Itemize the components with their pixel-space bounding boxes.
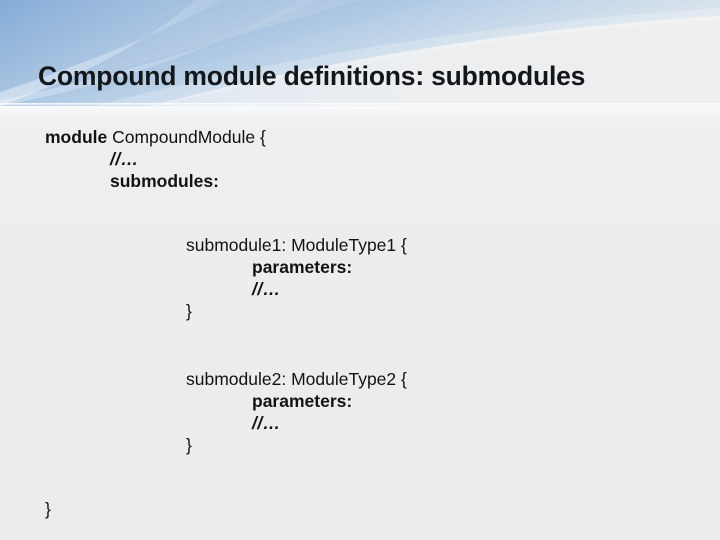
code-token: //… — [252, 279, 281, 299]
code-token: } — [186, 301, 192, 321]
code-line: parameters: — [0, 390, 720, 412]
code-line: submodule1: ModuleType1 { — [0, 234, 720, 256]
code-token: //… — [110, 149, 139, 169]
code-token: module — [45, 127, 113, 147]
code-token: parameters: — [252, 391, 353, 411]
code-line: } — [0, 300, 720, 322]
code-line: } — [0, 498, 720, 520]
code-gap — [0, 478, 720, 498]
code-token: CompoundModule { — [112, 127, 266, 147]
code-gap — [0, 344, 720, 368]
code-line — [0, 322, 720, 344]
code-line — [0, 192, 720, 214]
code-line: submodule2: ModuleType2 { — [0, 368, 720, 390]
code-line: //… — [0, 412, 720, 434]
code-token: } — [186, 435, 192, 455]
code-line — [0, 456, 720, 478]
header-band — [0, 0, 720, 106]
code-token: } — [45, 499, 51, 519]
code-token: submodule1: ModuleType1 { — [186, 235, 407, 255]
code-block: module CompoundModule {//…submodules:sub… — [0, 126, 720, 520]
page-title: Compound module definitions: submodules — [38, 60, 586, 91]
code-line: parameters: — [0, 256, 720, 278]
code-line: submodules: — [0, 170, 720, 192]
header-divider — [0, 103, 720, 106]
header-underglow — [0, 106, 720, 132]
code-gap — [0, 214, 720, 234]
code-line: //… — [0, 148, 720, 170]
code-line: //… — [0, 278, 720, 300]
code-token: submodule2: ModuleType2 { — [186, 369, 407, 389]
code-token: parameters: — [252, 257, 353, 277]
blue-corner-swoosh — [0, 0, 720, 106]
code-line: module CompoundModule { — [0, 126, 720, 148]
code-line: } — [0, 434, 720, 456]
code-token: submodules: — [110, 171, 219, 191]
code-token: //… — [252, 413, 281, 433]
